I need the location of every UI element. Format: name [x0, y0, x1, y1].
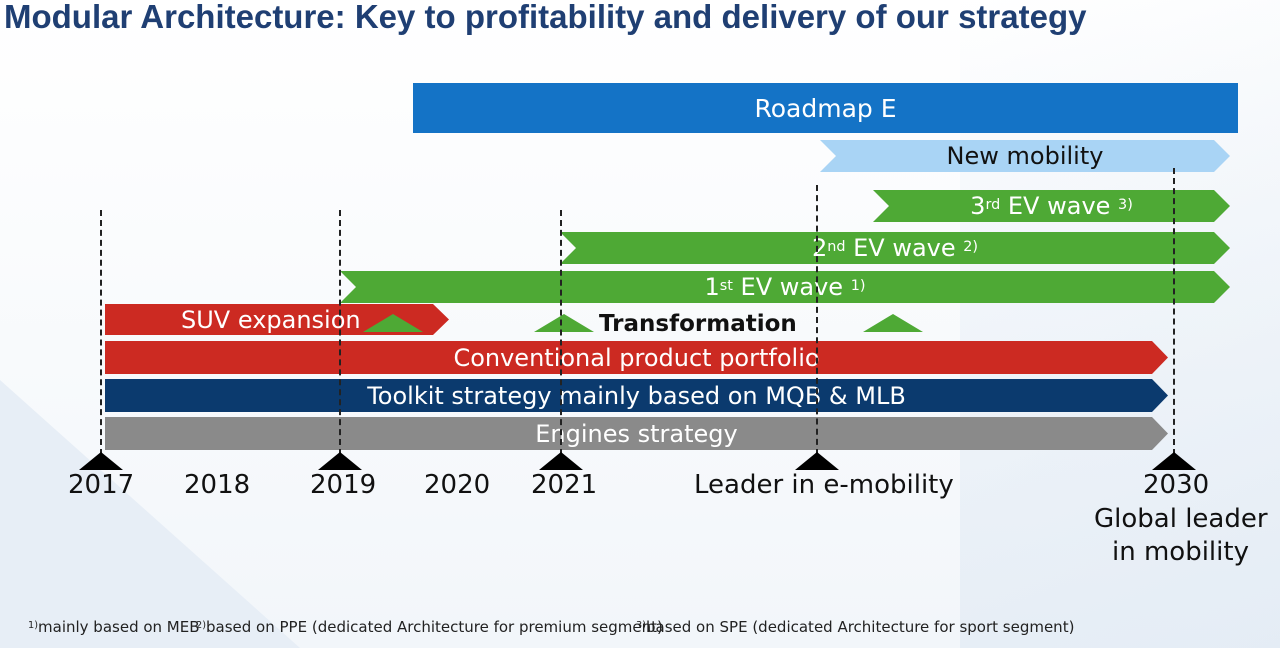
transformation-triangle-mid [534, 314, 594, 332]
milestone-marker-2017 [79, 452, 123, 470]
page-title: Modular Architecture: Key to profitabili… [4, 0, 1087, 35]
milestone-marker-2030 [1152, 452, 1196, 470]
transformation-triangle-right [863, 314, 923, 332]
roadmap-e-bar: Roadmap E [413, 83, 1238, 133]
ev-wave-2-label: 2nd EV wave 2) [811, 234, 979, 262]
milestone-marker-emobility [795, 452, 839, 470]
milestone-marker-2019 [318, 452, 362, 470]
ev-wave-3-label: 3rd EV wave 3) [970, 192, 1133, 220]
ev-wave-1-bar: 1st EV wave 1) [340, 271, 1230, 303]
transformation-triangle-left [363, 314, 423, 332]
year-2021: 2021 [531, 470, 598, 500]
toolkit-strategy-label: Toolkit strategy mainly based on MQB & M… [367, 381, 906, 410]
ev-wave-3-bar: 3rd EV wave 3) [873, 190, 1230, 222]
transformation-label: Transformation [599, 311, 797, 337]
year-2020: 2020 [424, 470, 491, 500]
global-leader-label-line1: Global leader [1094, 504, 1268, 534]
ev-wave-2-bar: 2nd EV wave 2) [560, 232, 1230, 264]
footnote-3: 3)based on SPE (dedicated Architecture f… [636, 618, 1075, 636]
engines-strategy-label: Engines strategy [535, 419, 738, 448]
milestone-line-2030 [1173, 168, 1175, 455]
year-2018: 2018 [184, 470, 251, 500]
toolkit-strategy-bar: Toolkit strategy mainly based on MQB & M… [105, 379, 1168, 412]
ev-wave-1-label: 1st EV wave 1) [704, 273, 866, 301]
new-mobility-label: New mobility [946, 142, 1104, 170]
year-2030: 2030 [1143, 470, 1210, 500]
year-2017: 2017 [68, 470, 135, 500]
milestone-line-2019 [339, 210, 341, 455]
new-mobility-bar: New mobility [820, 140, 1230, 172]
suv-expansion-label: SUV expansion [181, 305, 361, 334]
year-2019: 2019 [310, 470, 377, 500]
conventional-portfolio-bar: Conventional product portfolio [105, 341, 1168, 374]
milestone-line-2021 [560, 210, 562, 455]
footnote-2: 2)based on PPE (dedicated Architecture f… [196, 618, 663, 636]
engines-strategy-bar: Engines strategy [105, 417, 1168, 450]
footnote-1: 1)mainly based on MEB [28, 618, 200, 636]
milestone-line-emobility [816, 185, 818, 455]
milestone-line-2017 [100, 210, 102, 455]
leader-emobility-label: Leader in e-mobility [694, 470, 954, 500]
global-leader-label-line2: in mobility [1112, 537, 1249, 567]
roadmap-e-label: Roadmap E [754, 93, 897, 123]
milestone-marker-2021 [539, 452, 583, 470]
conventional-portfolio-label: Conventional product portfolio [453, 343, 820, 372]
